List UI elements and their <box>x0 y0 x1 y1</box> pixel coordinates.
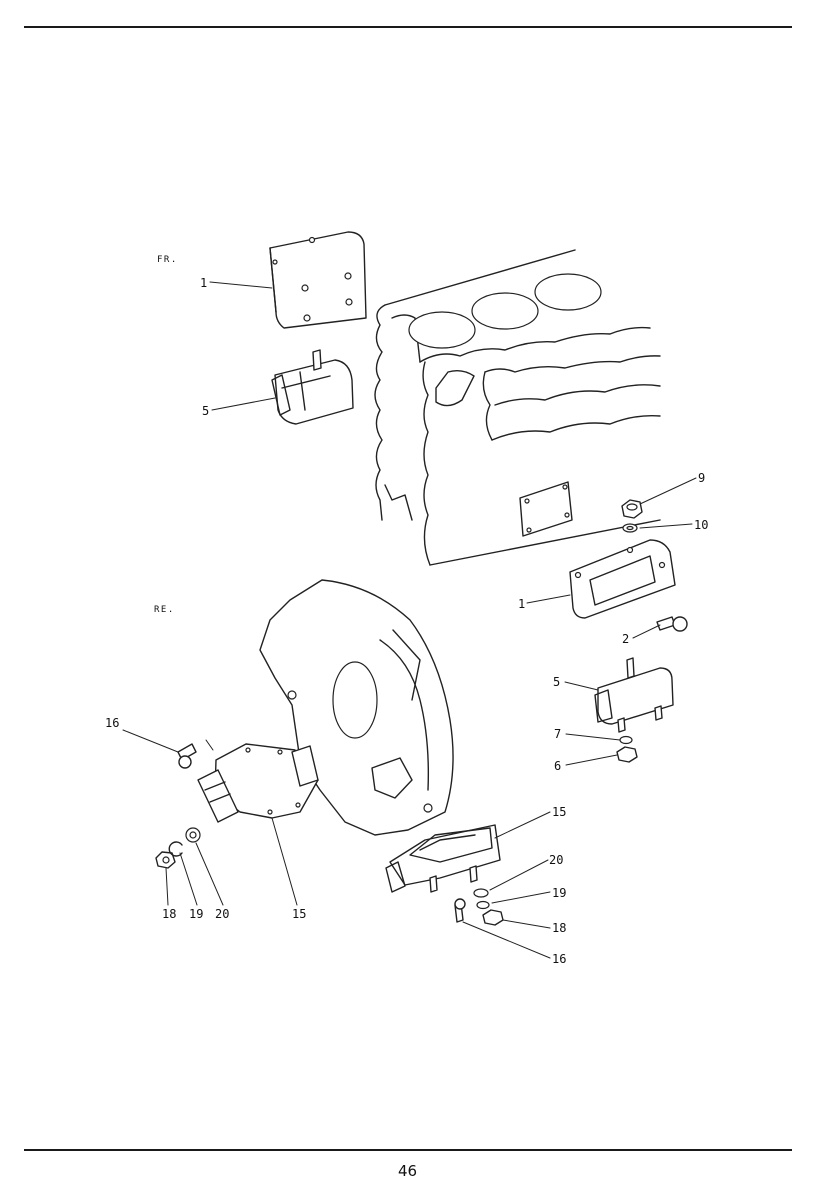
leader-lines <box>122 281 697 959</box>
callout-rear-nut-right: 18 <box>552 921 566 935</box>
callout-fr-mount: 5 <box>202 404 209 418</box>
cylinder-block <box>374 249 661 566</box>
callout-bolt-right: 2 <box>622 632 629 646</box>
rear-left-hardware <box>155 743 201 869</box>
callout-nut-mid: 6 <box>554 759 561 773</box>
callout-washer-mid: 7 <box>554 727 561 741</box>
callout-rear-bolt-left: 16 <box>105 716 119 730</box>
callout-rear-bolt-right: 16 <box>552 952 566 966</box>
callout-rear-mount-right: 15 <box>552 805 566 819</box>
rear-right-mount <box>594 657 674 763</box>
label-front: FR. <box>157 255 178 265</box>
callout-rear-washer-right: 20 <box>549 853 563 867</box>
right-hardware <box>621 499 688 632</box>
page-number: 46 <box>397 1162 418 1180</box>
callout-rear-nut-left: 18 <box>162 907 176 921</box>
rear-right-bracket <box>569 539 676 619</box>
callout-washer-top: 10 <box>694 518 708 532</box>
callout-bracket-right: 1 <box>518 597 525 611</box>
front-mount <box>271 349 354 425</box>
top-rule <box>24 26 792 28</box>
rear-left-mount <box>197 739 319 823</box>
callout-rear-lockwasher-left: 19 <box>189 907 203 921</box>
callout-rear-lockwasher-right: 19 <box>552 886 566 900</box>
rear-right-rubber-mount <box>385 824 504 926</box>
callout-nut-top: 9 <box>698 471 705 485</box>
callout-rear-washer-left: 20 <box>215 907 229 921</box>
label-rear: RE. <box>154 605 175 615</box>
callout-mount-right: 5 <box>553 675 560 689</box>
callout-fr-bracket: 1 <box>200 276 207 290</box>
front-bracket <box>269 231 367 329</box>
bottom-rule <box>24 1149 792 1151</box>
callout-rear-mount-left: 15 <box>292 907 306 921</box>
